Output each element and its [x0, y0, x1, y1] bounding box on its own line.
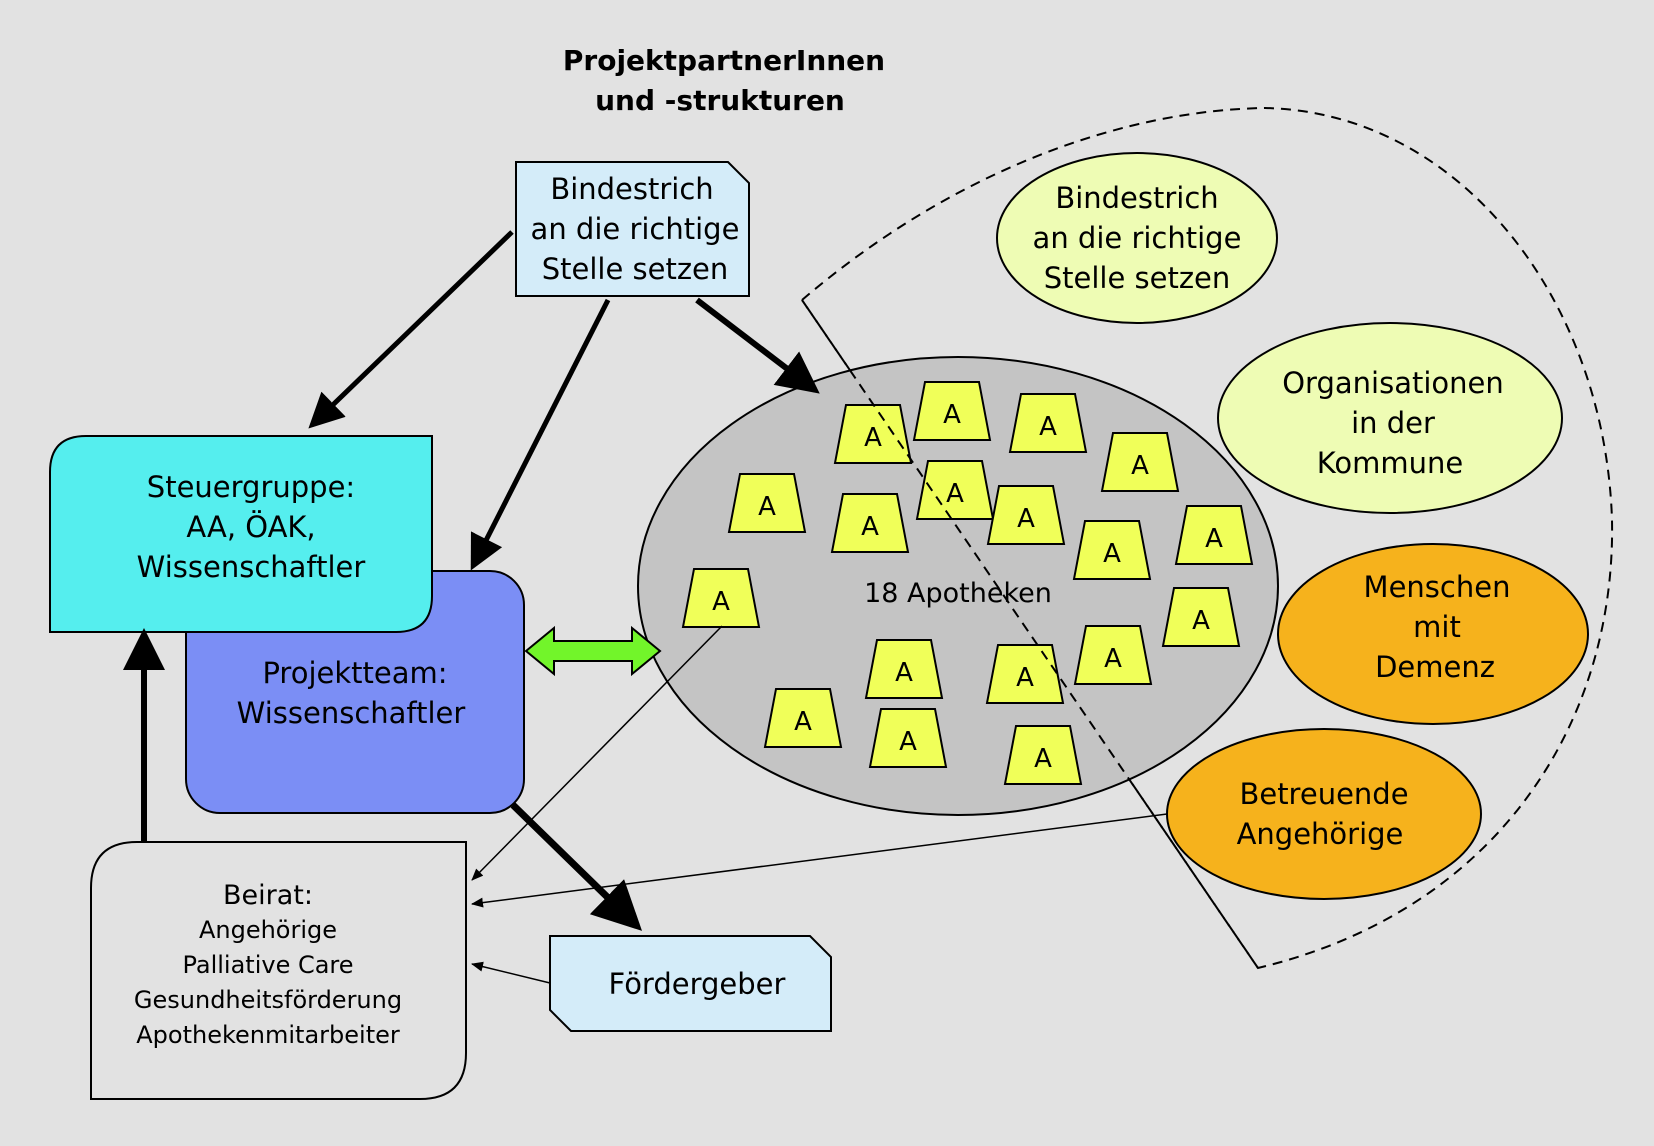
ellipse-angehoerige-line1: Betreuende	[1239, 777, 1408, 811]
projektteam-line2: Wissenschaftler	[237, 696, 466, 730]
ellipse-betreuende-angehoerige	[1166, 728, 1482, 900]
pharmacy-marker-letter: A	[1016, 663, 1034, 693]
ellipse-bindestrich	[996, 152, 1278, 324]
top-box-line1: Bindestrich	[550, 172, 713, 206]
arrow-top-to-apotheken	[695, 297, 820, 394]
pharmacy-marker-letter: A	[864, 423, 882, 453]
double-arrow-projektteam-apotheken	[524, 625, 662, 677]
top-box-line2: an die richtige	[531, 212, 740, 246]
arrow-projektteam-to-foerdergeber	[510, 802, 643, 931]
pharmacy-marker	[986, 485, 1066, 545]
beirat-heading: Beirat:	[223, 880, 313, 911]
pharmacy-marker-letter: A	[895, 658, 913, 688]
pharmacy-marker	[1073, 625, 1153, 685]
ellipse-organisationen-line3: Kommune	[1317, 446, 1463, 480]
pharmacy-marker-letter: A	[946, 479, 964, 509]
pharmacy-marker	[1003, 725, 1083, 785]
pharmacy-marker-letter: A	[861, 512, 879, 542]
pharmacy-marker	[912, 381, 992, 441]
ellipse-menschen-line1: Menschen	[1364, 570, 1511, 604]
pharmacy-marker	[1100, 432, 1180, 492]
pharmacy-marker-letter: A	[1104, 644, 1122, 674]
pharmacy-marker	[681, 568, 761, 628]
ellipse-organisationen	[1217, 322, 1563, 514]
ellipse-angehoerige-line2: Angehörige	[1237, 817, 1404, 851]
ellipse-menschen-line2: mit	[1413, 610, 1461, 644]
pharmacy-marker	[1008, 393, 1088, 453]
ellipse-menschen-mit-demenz	[1277, 543, 1589, 725]
pharmacy-marker-letter: A	[899, 727, 917, 757]
top-box-line3: Stelle setzen	[542, 252, 729, 286]
diagram-title-line1: ProjektpartnerInnen	[563, 44, 885, 77]
arrow-apotheke-to-beirat	[471, 625, 723, 881]
arrow-foerdergeber-to-beirat	[471, 961, 551, 984]
beirat-item-3: Apothekenmitarbeiter	[136, 1021, 400, 1049]
beirat-item-1: Palliative Care	[182, 951, 353, 979]
beirat-item-2: Gesundheitsförderung	[134, 986, 402, 1014]
ellipse-bindestrich-line3: Stelle setzen	[1044, 261, 1231, 295]
pharmacy-marker-letter: A	[758, 492, 776, 522]
pharmacy-marker-letter: A	[1131, 451, 1149, 481]
foerdergeber-box	[549, 935, 832, 1032]
arrow-top-to-steuergruppe	[308, 230, 514, 429]
ellipse-menschen-line3: Demenz	[1375, 650, 1495, 684]
pharmacy-marker-letter: A	[1034, 744, 1052, 774]
pharmacy-marker-letter: A	[1205, 524, 1223, 554]
pharmacy-marker	[1072, 520, 1152, 580]
ellipse-organisationen-line2: in der	[1351, 406, 1435, 440]
arrow-top-to-projektteam	[470, 298, 611, 571]
dashed-sector-boundary	[801, 106, 1614, 970]
pharmacy-marker	[1161, 587, 1241, 647]
pharmacy-marker-letter: A	[1017, 504, 1035, 534]
pharmacy-marker-letter: A	[794, 707, 812, 737]
steuergruppe-line1: Steuergruppe:	[147, 470, 355, 504]
pharmacy-marker-letter: A	[1192, 606, 1210, 636]
steuergruppe-line2: AA, ÖAK,	[186, 510, 315, 544]
steuergruppe-box	[49, 435, 433, 633]
pharmacy-marker	[727, 473, 807, 533]
diagram-title-line2: und -strukturen	[595, 84, 845, 117]
projektteam-line1: Projektteam:	[262, 656, 447, 690]
arrow-angehoerige-to-beirat	[471, 813, 1168, 908]
top-bindestrich-box	[515, 161, 750, 297]
beirat-box	[90, 841, 467, 1100]
steuergruppe-line3: Wissenschaftler	[137, 550, 366, 584]
pharmacy-marker	[864, 639, 944, 699]
pharmacy-marker	[763, 688, 843, 748]
pharmacy-marker	[1174, 505, 1254, 565]
ellipse-organisationen-line1: Organisationen	[1282, 366, 1504, 400]
pharmacy-marker-letter: A	[943, 400, 961, 430]
pharmacy-marker	[985, 644, 1065, 704]
beirat-item-0: Angehörige	[199, 916, 337, 944]
pharmacy-marker	[868, 708, 948, 768]
pharmacy-marker-letter: A	[1103, 539, 1121, 569]
pharmacy-marker	[830, 493, 910, 553]
ellipse-bindestrich-line2: an die richtige	[1033, 221, 1242, 255]
pharmacy-marker-letter: A	[1039, 412, 1057, 442]
pharmacy-marker	[833, 404, 913, 464]
foerdergeber-label: Fördergeber	[609, 967, 786, 1001]
apotheken-label: 18 Apotheken	[864, 578, 1052, 609]
ellipse-bindestrich-line1: Bindestrich	[1055, 181, 1218, 215]
pharmacy-markers: A A A A A A A A A A A A A A A A A A	[681, 381, 1254, 785]
pharmacy-marker-letter: A	[712, 587, 730, 617]
